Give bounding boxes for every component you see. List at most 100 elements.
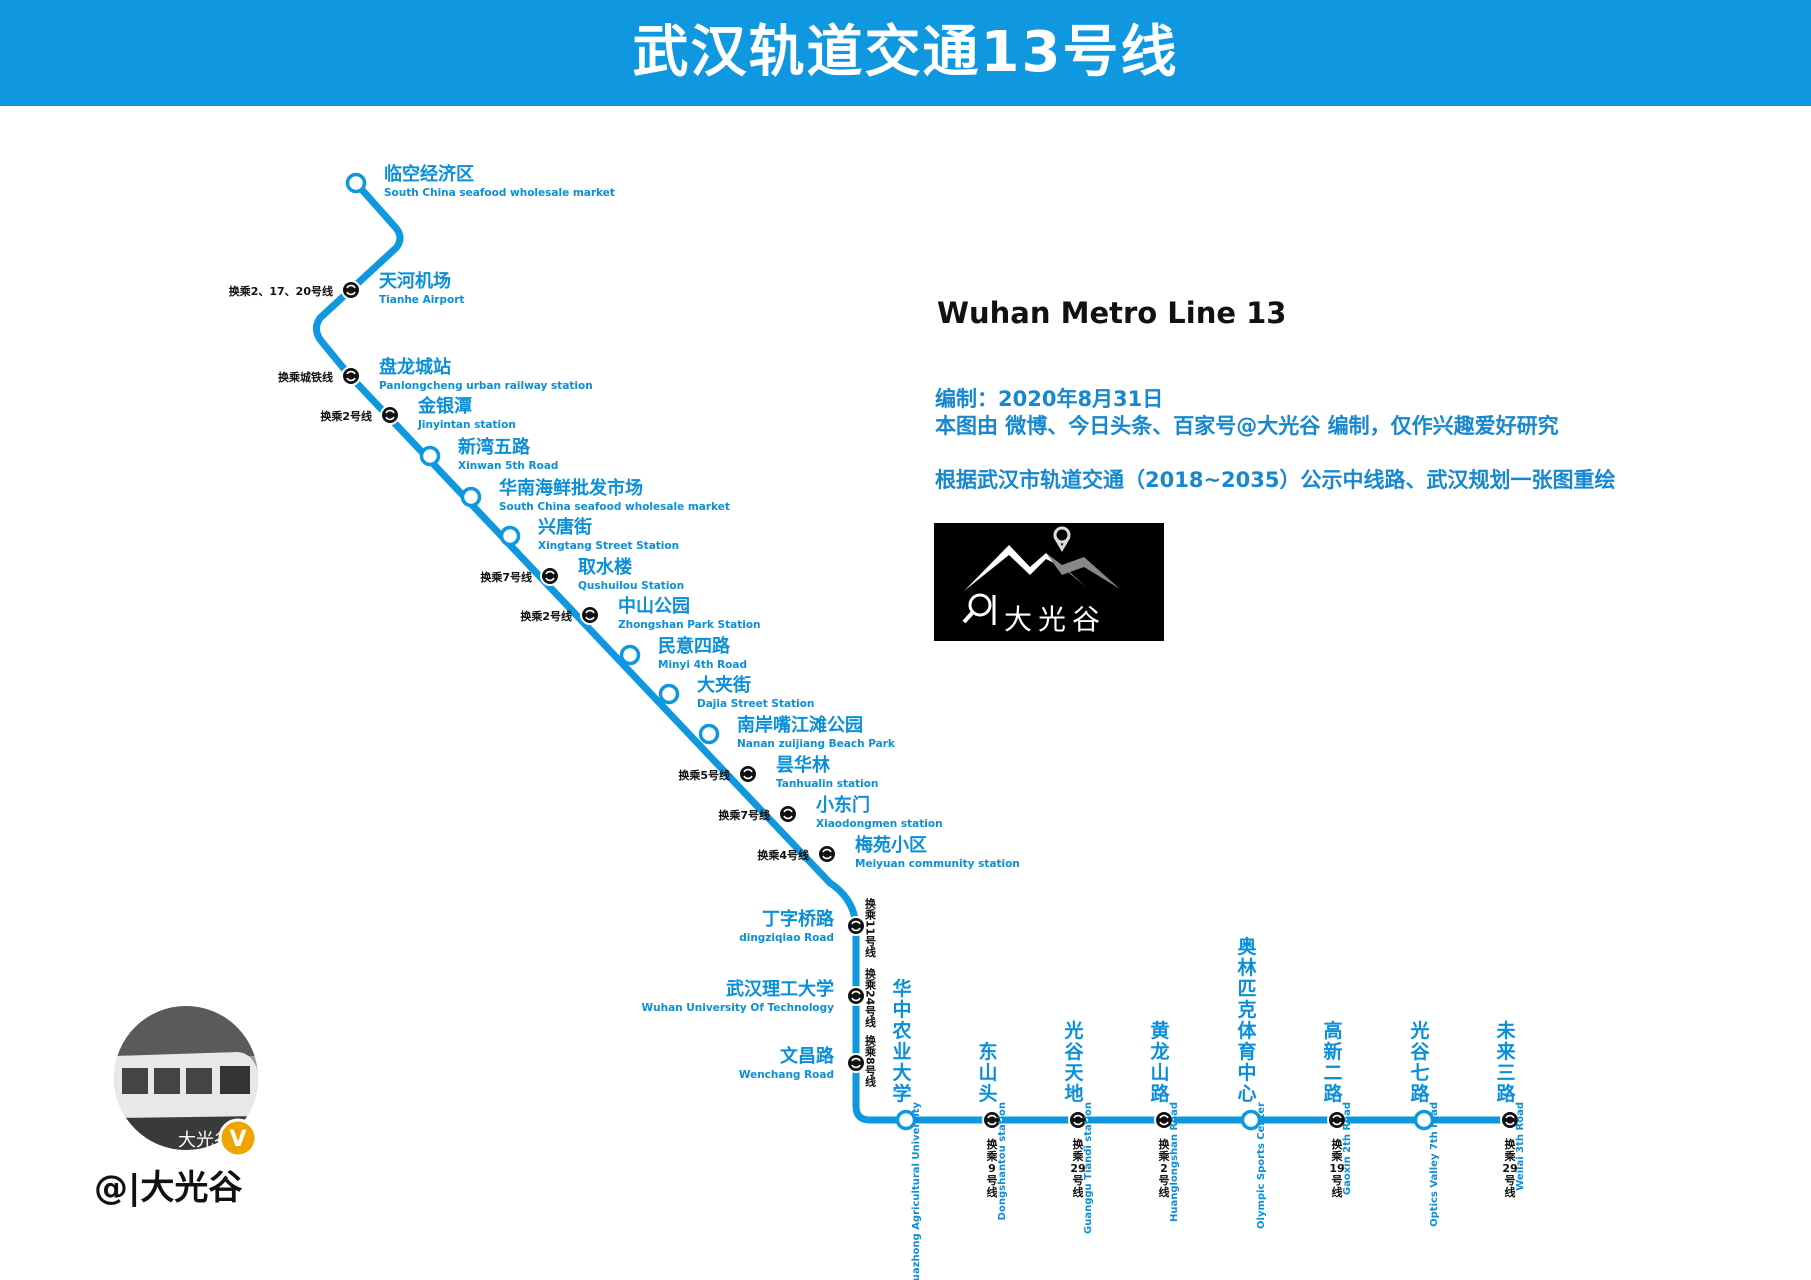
station-6-name-zh: 华南海鲜批发市场	[499, 477, 643, 499]
station-8-transfer-icon	[540, 566, 560, 586]
station-h6-name-zh: 高新二路	[1323, 1019, 1343, 1105]
station-v2-name-en: Wuhan University Of Technology	[642, 1002, 835, 1014]
station-15-name-zh: 梅苑小区	[855, 834, 927, 856]
station-1-station-icon	[345, 172, 367, 194]
avatar-handle: @|大光谷	[94, 1168, 243, 1208]
station-13-name-en: Tanhualin station	[776, 778, 878, 790]
info-heading: Wuhan Metro Line 13	[937, 296, 1287, 330]
station-h8-transfer-icon	[1500, 1110, 1520, 1130]
station-11-name-zh: 大夹街	[697, 674, 751, 696]
station-3-transfer-arrows	[346, 370, 356, 382]
logo-box	[934, 523, 1164, 641]
station-14-transfer-icon	[778, 804, 798, 824]
station-6-name-en: South China seafood wholesale market	[499, 501, 730, 513]
page-title: 武汉轨道交通13号线	[632, 20, 1179, 85]
station-9-name-zh: 中山公园	[618, 595, 690, 617]
station-15-transfer-arrows	[822, 848, 832, 860]
verified-badge-icon	[218, 1118, 258, 1158]
station-5-name-zh: 新湾五路	[458, 436, 531, 458]
station-v2-transfer-arrows	[851, 990, 861, 1002]
station-2-transfer-icon	[341, 280, 361, 300]
station-11-name-en: Dajia Street Station	[697, 698, 814, 710]
station-v1-name-zh: 丁字桥路	[762, 908, 835, 930]
verified-badge-label: V	[229, 1127, 246, 1152]
station-h2-name-zh: 东山头	[978, 1040, 997, 1105]
station-v3-transfer-icon	[846, 1053, 866, 1073]
info-credit: 本图由 微博、今日头条、百家号@大光谷 编制，仅作兴趣爱好研究	[935, 414, 1559, 438]
station-12-station-icon	[698, 723, 720, 745]
station-3-transfer-icon	[341, 366, 361, 386]
route-line	[313, 179, 1518, 1124]
station-h7-name-zh: 光谷七路	[1409, 1019, 1430, 1105]
station-v3-transfer-label: 换乘8号线	[864, 1034, 878, 1088]
station-7-station-icon	[499, 525, 521, 547]
station-8-name-zh: 取水楼	[578, 556, 632, 578]
station-13-transfer-arrows	[743, 768, 753, 780]
station-h3-name-zh: 光谷天地	[1063, 1019, 1084, 1105]
station-6-station-icon	[460, 486, 482, 508]
station-14-transfer-label: 换乘7号线	[718, 808, 770, 822]
station-h8-transfer-arrows	[1505, 1114, 1515, 1126]
search-icon	[962, 593, 996, 625]
info-source: 根据武汉市轨道交通（2018~2035）公示中线路、武汉规划一张图重绘	[935, 468, 1616, 492]
station-3-name-en: Panlongcheng urban railway station	[379, 380, 593, 392]
station-h6-name-en: Gaoxin 2th Road	[1342, 1102, 1353, 1195]
station-14-name-zh: 小东门	[816, 794, 870, 816]
station-1-name-en: South China seafood wholesale market	[384, 187, 615, 199]
avatar: 大光谷 V	[114, 1006, 258, 1158]
station-12-name-zh: 南岸嘴江滩公园	[737, 714, 863, 736]
station-3-name-zh: 盘龙城站	[379, 356, 451, 378]
station-v2-transfer-icon	[846, 986, 866, 1006]
station-v3-name-en: Wenchang Road	[739, 1069, 834, 1081]
station-v1-transfer-label: 换乘11号线	[864, 897, 878, 958]
station-12-name-en: Nanan zuijiang Beach Park	[737, 738, 896, 750]
station-13-transfer-label: 换乘5号线	[678, 768, 730, 782]
station-4-transfer-label: 换乘2号线	[320, 409, 372, 423]
station-v3-name-zh: 文昌路	[780, 1045, 835, 1067]
station-11-station-icon	[658, 683, 680, 705]
station-v2-transfer-label: 换乘24号线	[864, 967, 878, 1028]
station-2-transfer-arrows	[346, 284, 356, 296]
station-8-name-en: Qushuilou Station	[578, 580, 684, 592]
station-h7-name-en: Optics Valley 7th road	[1429, 1102, 1440, 1227]
station-v1-transfer-arrows	[851, 920, 861, 932]
station-h8-name-en: Weilai 3th Road	[1515, 1102, 1526, 1191]
station-h4-transfer-arrows	[1159, 1114, 1169, 1126]
info-date: 编制：2020年8月31日	[935, 387, 1164, 411]
station-15-transfer-icon	[817, 844, 837, 864]
station-h3-transfer-icon	[1068, 1110, 1088, 1130]
station-h1-station-icon	[895, 1109, 917, 1131]
station-14-transfer-arrows	[783, 808, 793, 820]
station-14-name-en: Xiaodongmen station	[816, 818, 943, 830]
station-10-name-zh: 民意四路	[658, 635, 731, 657]
station-2-name-zh: 天河机场	[379, 271, 451, 292]
station-8-transfer-arrows	[545, 570, 555, 582]
station-8-transfer-label: 换乘7号线	[480, 570, 532, 584]
station-h2-name-en: Dongshantou station	[997, 1102, 1008, 1220]
station-v1-transfer-icon	[846, 916, 866, 936]
station-h4-name-zh: 黄龙山路	[1150, 1019, 1170, 1105]
station-7-name-zh: 兴唐街	[538, 516, 592, 538]
station-h2-transfer-arrows	[987, 1114, 997, 1126]
station-13-transfer-icon	[738, 764, 758, 784]
station-4-name-zh: 金银潭	[417, 395, 472, 417]
title-bar: 武汉轨道交通13号线	[0, 0, 1811, 106]
mountain-logo-icon	[964, 526, 1120, 591]
station-h8-name-zh: 未来三路	[1495, 1019, 1516, 1105]
station-9-transfer-label: 换乘2号线	[520, 609, 572, 623]
station-h3-name-en: Guanggu Tiandi station	[1083, 1102, 1094, 1234]
logo-text: 大光谷	[1004, 603, 1107, 636]
station-15-transfer-label: 换乘4号线	[757, 848, 809, 862]
station-5-name-en: Xinwan 5th Road	[458, 460, 558, 472]
station-4-name-en: Jinyintan station	[417, 419, 516, 431]
station-9-transfer-icon	[580, 605, 600, 625]
station-4-transfer-arrows	[385, 409, 395, 421]
station-10-name-en: Minyi 4th Road	[658, 659, 747, 671]
station-10-station-icon	[619, 644, 641, 666]
